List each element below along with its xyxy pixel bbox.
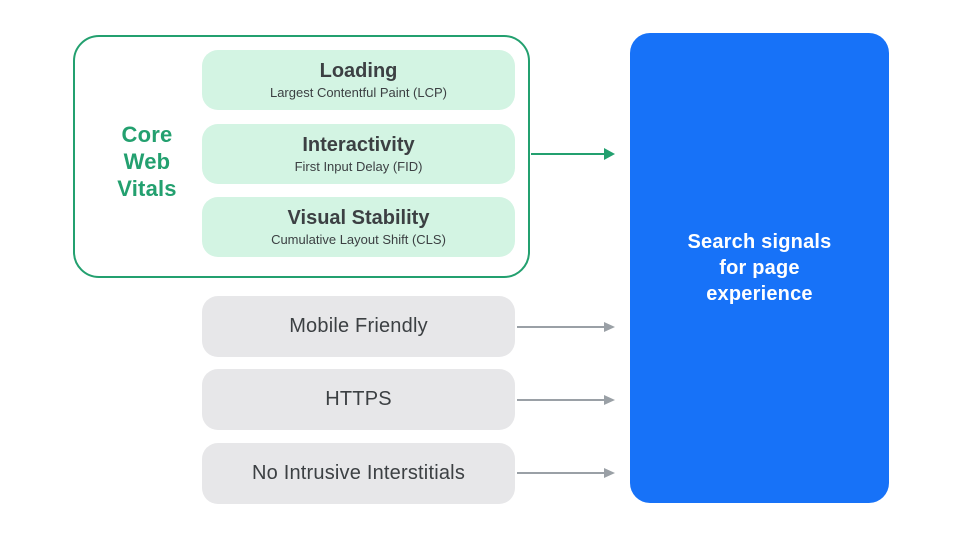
signal-label: No Intrusive Interstitials bbox=[251, 462, 466, 484]
search-signals-panel: Search signals for page experience bbox=[630, 33, 889, 503]
arrowhead-icon bbox=[604, 395, 615, 405]
vital-card-interactivity: Interactivity First Input Delay (FID) bbox=[202, 124, 515, 184]
vital-subtitle: Cumulative Layout Shift (CLS) bbox=[271, 232, 446, 247]
vital-title: Loading bbox=[319, 60, 398, 82]
signal-label: Mobile Friendly bbox=[289, 315, 428, 337]
signal-card-https: HTTPS bbox=[202, 369, 515, 430]
signal-card-no-intrusive-interstitials: No Intrusive Interstitials bbox=[202, 443, 515, 504]
arrowhead-icon bbox=[604, 322, 615, 332]
arrowhead-icon bbox=[604, 148, 615, 160]
signal-label: HTTPS bbox=[325, 388, 392, 410]
signal-card-mobile-friendly: Mobile Friendly bbox=[202, 296, 515, 357]
vital-subtitle: Largest Contentful Paint (LCP) bbox=[269, 85, 448, 100]
vital-card-visual-stability: Visual Stability Cumulative Layout Shift… bbox=[202, 197, 515, 257]
arrow-shaft bbox=[531, 153, 604, 155]
arrow-shaft bbox=[517, 399, 604, 401]
vital-title: Visual Stability bbox=[287, 207, 430, 229]
arrow-shaft bbox=[517, 472, 604, 474]
vital-subtitle: First Input Delay (FID) bbox=[294, 159, 423, 174]
vital-title: Interactivity bbox=[302, 134, 415, 156]
core-web-vitals-container: Core Web Vitals bbox=[73, 35, 530, 278]
vital-card-loading: Loading Largest Contentful Paint (LCP) bbox=[202, 50, 515, 110]
arrow-shaft bbox=[517, 326, 604, 328]
arrowhead-icon bbox=[604, 468, 615, 478]
search-signals-label: Search signals for page experience bbox=[687, 231, 832, 305]
core-web-vitals-label: Core Web Vitals bbox=[117, 122, 177, 201]
